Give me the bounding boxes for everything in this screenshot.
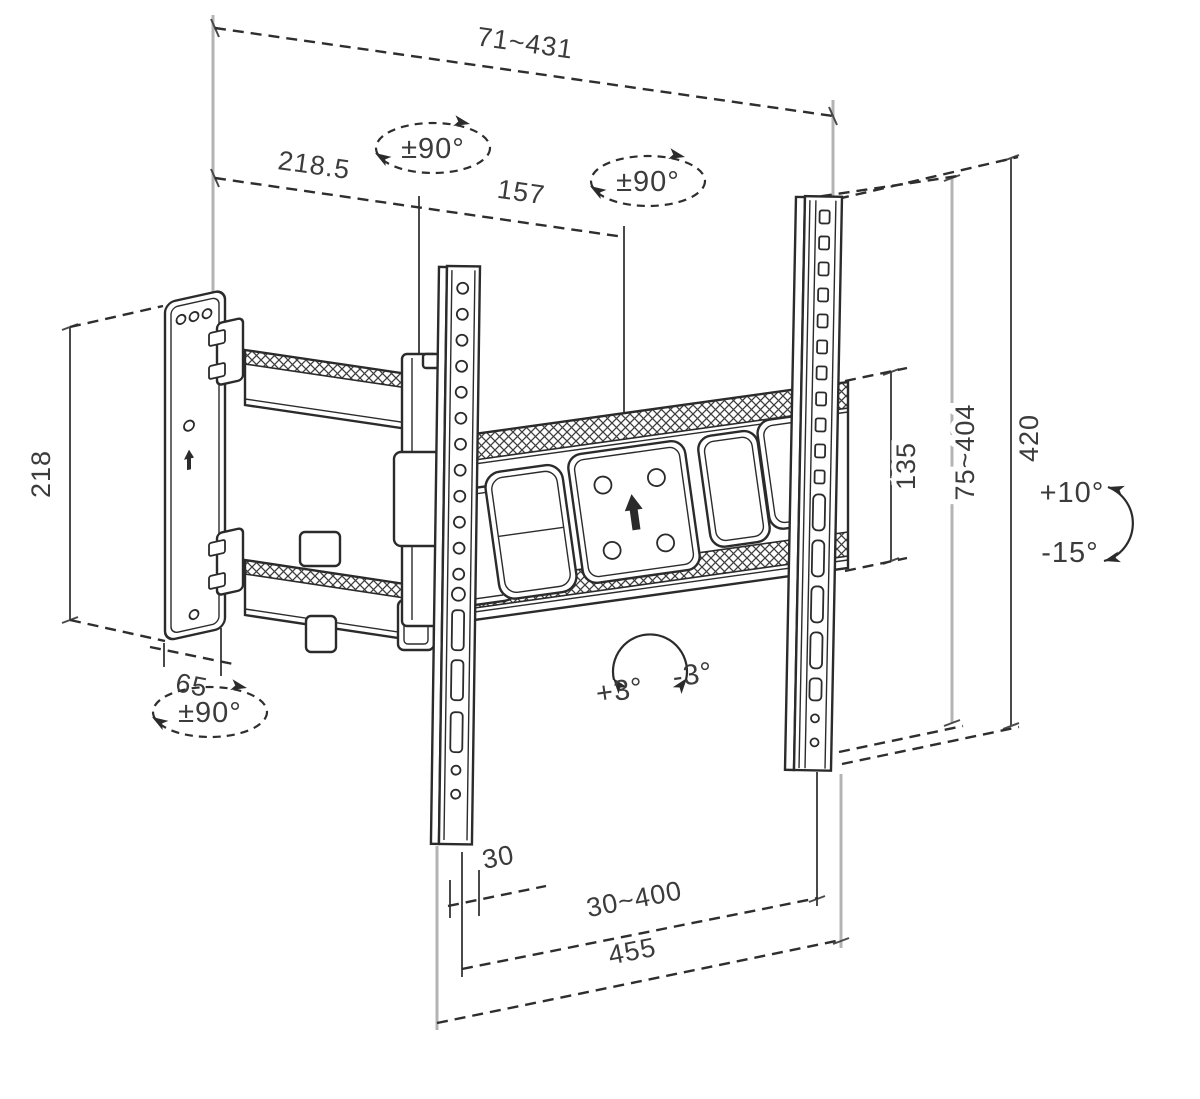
plate-hole — [188, 311, 200, 323]
dim-label-arm-front: 157 — [495, 174, 547, 210]
swivel-indicator-lower-left — [149, 679, 269, 739]
left-tv-rail — [429, 264, 482, 846]
level-adjust-arc — [608, 633, 692, 694]
up-arrow-icon — [624, 494, 643, 531]
dim-label-hole-spacing: 135 — [891, 442, 921, 490]
angle-label-tilt-up: +10° — [1040, 477, 1105, 509]
angle-label-swivel-lower-left: ±90° — [178, 697, 242, 729]
extension-lines — [69, 15, 1012, 1030]
dim-label-extension-depth: 71~431 — [475, 21, 575, 64]
tilt-arc — [1102, 481, 1134, 567]
dim-label-plate-width: 65 — [173, 667, 210, 703]
plate-hole — [175, 313, 187, 325]
plate-hole — [201, 308, 213, 320]
plate-hole — [188, 609, 200, 621]
dim-label-plate-height: 218 — [26, 450, 56, 498]
vesa-hole — [593, 475, 613, 495]
arm-clamp-tab — [304, 614, 338, 654]
upper-arm — [243, 348, 430, 434]
dim-label-vesa-height-range: 75~404 — [950, 404, 980, 501]
right-tv-rail — [783, 194, 844, 772]
dim-label-vesa-width-range: 30~400 — [584, 875, 685, 923]
vesa-plate — [567, 440, 701, 584]
angle-label-level-left: +3° — [594, 672, 646, 710]
vesa-hole — [647, 468, 666, 487]
swivel-indicator-top — [372, 115, 492, 175]
dim-label-rail-height: 420 — [1014, 414, 1044, 462]
crossbar-cutout — [484, 463, 578, 600]
angle-label-level-right: -3° — [671, 656, 715, 693]
dimension-lines — [69, 26, 1020, 1025]
wall-plate — [163, 290, 245, 641]
dim-label-edge-offset: 30 — [480, 839, 517, 875]
crossbar — [439, 380, 850, 624]
dimension-labels: 71~431 218.5 157 218 65 30 30~400 455 13… — [26, 21, 1105, 970]
vesa-hole — [656, 533, 676, 553]
dim-label-arm-rear: 218.5 — [276, 145, 352, 185]
rail-holes — [449, 281, 470, 800]
rail-holes — [808, 209, 831, 748]
arm-clamp — [298, 530, 342, 568]
keyhole — [183, 419, 195, 432]
angle-label-swivel-top: ±90° — [401, 133, 465, 165]
up-arrow-icon — [184, 449, 194, 471]
elbow-column — [392, 352, 446, 628]
swivel-indicator-upper-right — [587, 148, 707, 208]
angle-label-swivel-upper-right: ±90° — [616, 166, 680, 198]
crossbar-cutout — [697, 429, 771, 548]
angle-label-tilt-down: -15° — [1041, 537, 1099, 569]
vesa-hole — [602, 541, 622, 560]
